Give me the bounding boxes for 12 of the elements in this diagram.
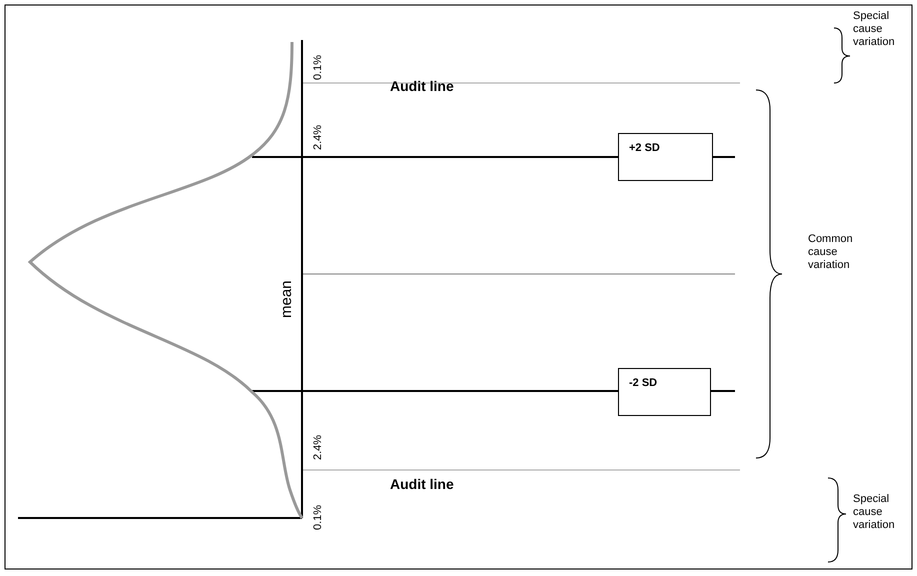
annotation-text: Special cause variation <box>853 493 896 532</box>
percentage-label: 2.4% <box>312 434 325 460</box>
limit-label-box: +2 SD <box>618 133 713 181</box>
annotation-text: Special cause variation <box>853 10 896 49</box>
percentage-label: 0.1% <box>312 504 325 530</box>
audit-line-label: Audit line <box>390 478 454 491</box>
annotation-text: Common cause variation <box>808 233 854 272</box>
percentage-label: 2.4% <box>312 124 325 150</box>
percentage-label: 0.1% <box>312 54 325 80</box>
limit-label-box: -2 SD <box>618 368 711 416</box>
axis-label: mean <box>278 280 295 318</box>
audit-line-label: Audit line <box>390 80 454 93</box>
